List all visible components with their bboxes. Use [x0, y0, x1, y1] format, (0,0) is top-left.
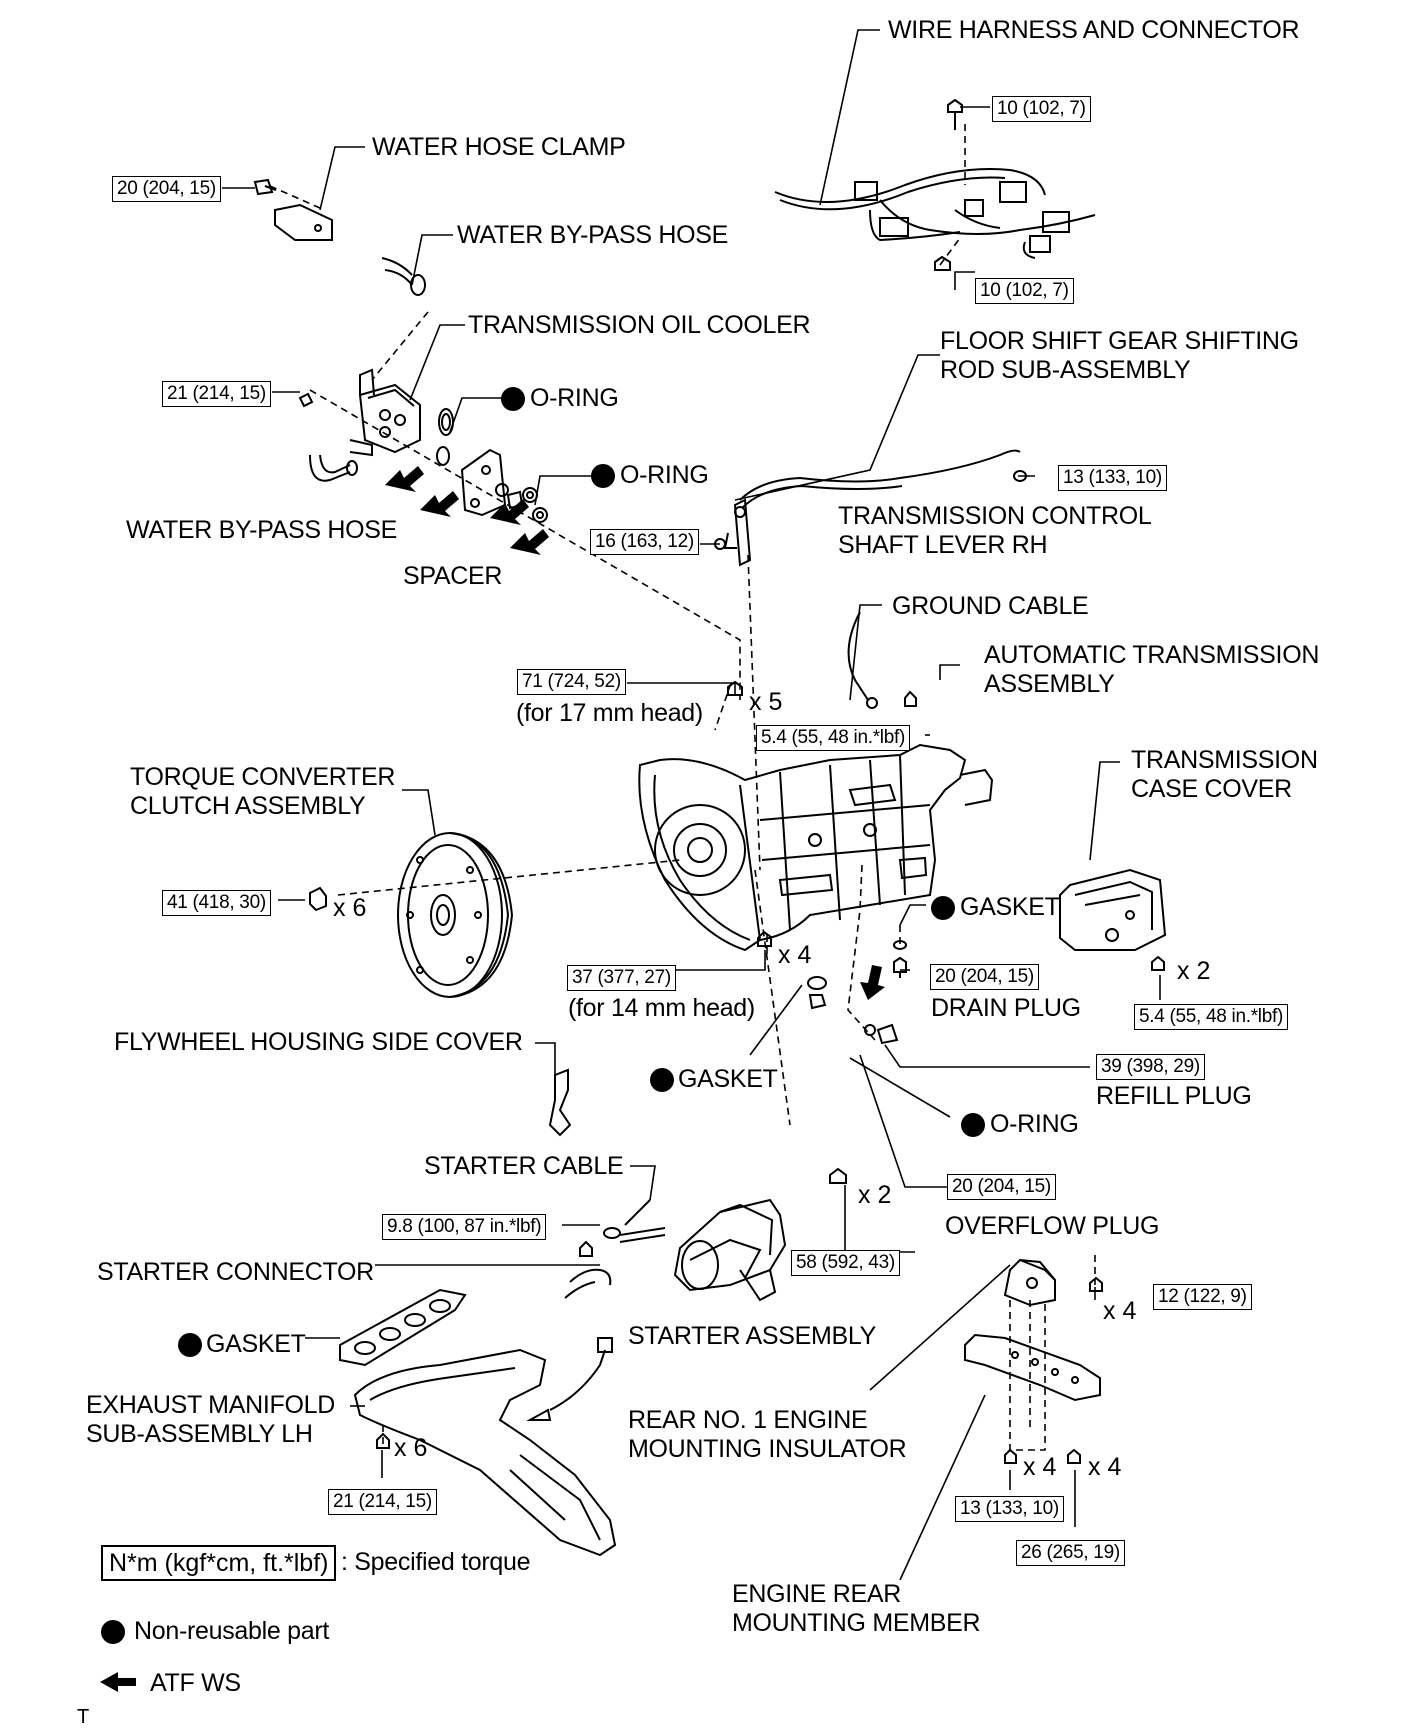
label-rear-mounting-insulator: REAR NO. 1 ENGINE MOUNTING INSULATOR [628, 1406, 907, 1463]
label-transmission-oil-cooler: TRANSMISSION OIL COOLER [468, 311, 811, 339]
bolt-17mm-drawing [727, 680, 743, 696]
label-ground-cable: GROUND CABLE [892, 592, 1089, 620]
ground-cable-drawing [847, 611, 917, 709]
label-transmission-case-cover: TRANSMISSION CASE COVER [1131, 746, 1318, 803]
non-reusable-marker [591, 464, 615, 488]
label-for-14mm-head: (for 14 mm head) [568, 994, 755, 1022]
water-bypass-hose-top-drawing [381, 257, 426, 296]
torque-spec-insulator: 12 (122, 9) [1153, 1284, 1252, 1310]
torque-spec-shift-rod: 13 (133, 10) [1058, 465, 1167, 491]
engine-rear-member-drawing [964, 1333, 1101, 1464]
label-torque-converter: TORQUE CONVERTER CLUTCH ASSEMBLY [130, 763, 396, 820]
non-reusable-marker [178, 1333, 202, 1357]
label-flywheel-housing-side-cover: FLYWHEEL HOUSING SIDE COVER [114, 1028, 523, 1056]
torque-spec-member-2: 26 (265, 19) [1016, 1540, 1125, 1566]
torque-spec-overflow-plug: 20 (204, 15) [947, 1174, 1056, 1200]
non-reusable-marker [931, 896, 955, 920]
legend-torque-text: : Specified torque [341, 1548, 531, 1576]
label-gasket-2: GASKET [678, 1065, 778, 1093]
torque-spec-refill-plug: 39 (398, 29) [1096, 1054, 1205, 1080]
torque-converter-drawing [309, 832, 514, 998]
label-water-bypass-hose-top: WATER BY-PASS HOSE [457, 221, 729, 249]
qty-member-2: x 4 [1088, 1453, 1122, 1481]
atf-arrows [100, 466, 885, 1692]
label-engine-rear-mounting-member: ENGINE REAR MOUNTING MEMBER [732, 1580, 981, 1637]
qty-14mm-bolt: x 4 [778, 941, 812, 969]
label-o-ring-2: O-RING [620, 461, 709, 489]
case-cover-drawing [1059, 868, 1167, 971]
wire-harness-drawing [774, 98, 1096, 271]
label-gasket-3: GASKET [206, 1330, 306, 1358]
overflow-plug-drawing [808, 994, 827, 1010]
torque-spec-torque-converter: 41 (418, 30) [162, 890, 271, 916]
label-water-hose-clamp: WATER HOSE CLAMP [372, 133, 626, 161]
torque-spec-starter-cable: 9.8 (100, 87 in.*lbf) [382, 1214, 547, 1240]
water-hose-clamp-drawing [253, 178, 333, 241]
label-o-ring-3: O-RING [990, 1110, 1079, 1138]
gasket-middle-drawing [807, 976, 827, 990]
label-spacer: SPACER [403, 562, 503, 590]
torque-spec-drain-plug: 20 (204, 15) [930, 964, 1039, 990]
bolt-14mm-drawing [757, 930, 772, 947]
flywheel-side-cover-drawing [548, 1068, 572, 1137]
qty-torque-converter: x 6 [333, 894, 367, 922]
refill-plug-drawing [864, 1023, 899, 1045]
legend-non-reusable-icon [101, 1620, 125, 1644]
label-automatic-transmission: AUTOMATIC TRANSMISSION ASSEMBLY [984, 641, 1320, 698]
starter-cable-drawing [564, 1199, 666, 1299]
non-reusable-marker [961, 1113, 985, 1137]
drain-plug-drawing [893, 940, 907, 978]
torque-spec-oil-cooler: 21 (214, 15) [162, 381, 271, 407]
label-overflow-plug: OVERFLOW PLUG [945, 1212, 1160, 1240]
torque-spec-14mm-bolt: 37 (377, 27) [567, 965, 676, 991]
torque-spec-exhaust: 21 (214, 15) [328, 1489, 437, 1515]
qty-member-1: x 4 [1023, 1453, 1057, 1481]
torque-spec-ground-cable: 5.4 (55, 48 in.*lbf) [756, 725, 910, 751]
legend-torque-box: N*m (kgf*cm, ft.*lbf) [101, 1545, 337, 1581]
exhaust-gasket-drawing [339, 1288, 467, 1367]
torque-spec-harness-bottom: 10 (102, 7) [975, 278, 1074, 304]
label-floor-shift-rod: FLOOR SHIFT GEAR SHIFTING ROD SUB-ASSEMB… [940, 327, 1299, 384]
qty-starter: x 2 [858, 1181, 892, 1209]
label-starter-connector: STARTER CONNECTOR [97, 1258, 374, 1286]
transmission-assembly-drawing [638, 743, 994, 952]
qty-case-cover: x 2 [1177, 957, 1211, 985]
label-o-ring-1: O-RING [530, 384, 619, 412]
oil-cooler-drawing [298, 368, 454, 466]
torque-spec-member-1: 13 (133, 10) [955, 1496, 1064, 1522]
label-for-17mm-head: (for 17 mm head) [516, 699, 703, 727]
label-water-bypass-hose-bottom: WATER BY-PASS HOSE [126, 516, 398, 544]
label-transmission-control-lever: TRANSMISSION CONTROL SHAFT LEVER RH [838, 502, 1152, 559]
water-bypass-hose-bottom-drawing [309, 454, 358, 482]
torque-spec-starter: 58 (592, 43) [791, 1250, 900, 1276]
exhaust-manifold-drawing [353, 1337, 617, 1557]
label-starter-assembly: STARTER ASSEMBLY [628, 1322, 877, 1350]
starter-assembly-drawing [673, 1167, 847, 1302]
legend-non-reusable-text: Non-reusable part [134, 1617, 330, 1645]
torque-spec-harness-top: 10 (102, 7) [992, 96, 1091, 122]
torque-spec-case-cover: 5.4 (55, 48 in.*lbf) [1134, 1004, 1288, 1030]
non-reusable-marker [501, 387, 525, 411]
torque-spec-control-lever: 16 (163, 12) [590, 529, 699, 555]
legend-atf-text: ATF WS [150, 1669, 241, 1697]
label-refill-plug: REFILL PLUG [1096, 1082, 1252, 1110]
shift-rod-drawing [714, 449, 1027, 567]
qty-17mm-bolt: x 5 [749, 688, 783, 716]
label-gasket-1: GASKET [960, 893, 1060, 921]
torque-spec-hose-clamp: 20 (204, 15) [112, 176, 221, 202]
corner-mark: T [77, 1706, 89, 1728]
label-starter-cable: STARTER CABLE [424, 1152, 624, 1180]
label-exhaust-manifold: EXHAUST MANIFOLD SUB-ASSEMBLY LH [86, 1391, 335, 1448]
qty-exhaust: x 6 [394, 1434, 428, 1462]
torque-spec-17mm-bolt: 71 (724, 52) [517, 669, 626, 695]
label-drain-plug: DRAIN PLUG [931, 994, 1081, 1022]
rear-insulator-drawing [1003, 1258, 1103, 1307]
non-reusable-marker [650, 1068, 674, 1092]
label-wire-harness: WIRE HARNESS AND CONNECTOR [888, 16, 1300, 44]
qty-insulator: x 4 [1103, 1297, 1137, 1325]
